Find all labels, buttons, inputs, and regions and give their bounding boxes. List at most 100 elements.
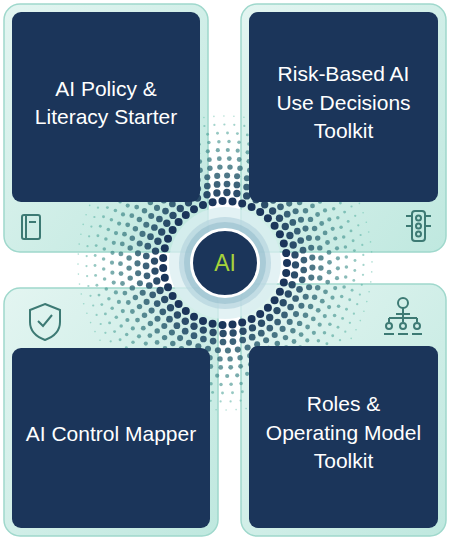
halftone-dot bbox=[86, 255, 88, 257]
hub-circle: AI bbox=[190, 228, 260, 298]
halftone-dot bbox=[354, 215, 356, 217]
halftone-dot bbox=[269, 207, 276, 214]
halftone-dot bbox=[327, 250, 332, 255]
halftone-dot bbox=[95, 314, 97, 316]
halftone-dot bbox=[277, 203, 284, 210]
halftone-dot bbox=[206, 133, 209, 136]
halftone-dot bbox=[126, 255, 131, 260]
halftone-dot bbox=[276, 215, 283, 222]
halftone-dot bbox=[169, 292, 177, 300]
halftone-dot bbox=[237, 355, 242, 360]
halftone-dot bbox=[248, 203, 256, 211]
halftone-dot bbox=[306, 235, 312, 241]
halftone-dot bbox=[127, 275, 132, 280]
halftone-dot bbox=[266, 325, 273, 332]
halftone-dot bbox=[225, 374, 229, 378]
halftone-dot bbox=[276, 230, 284, 238]
halftone-dot bbox=[236, 149, 240, 153]
halftone-dot bbox=[331, 334, 334, 337]
halftone-dot bbox=[85, 214, 87, 216]
halftone-dot bbox=[354, 259, 357, 262]
halftone-dot bbox=[299, 332, 304, 337]
org-chart-icon bbox=[384, 298, 422, 334]
halftone-dot bbox=[235, 347, 241, 353]
halftone-dot bbox=[261, 201, 268, 208]
halftone-dot bbox=[126, 300, 131, 305]
halftone-dot bbox=[332, 207, 336, 211]
halftone-dot bbox=[368, 291, 370, 293]
halftone-dot bbox=[361, 244, 363, 246]
halftone-dot bbox=[238, 319, 246, 327]
halftone-dot bbox=[217, 140, 221, 144]
halftone-dot bbox=[110, 306, 114, 310]
halftone-dot bbox=[154, 316, 160, 322]
halftone-dot bbox=[143, 222, 149, 228]
halftone-dot bbox=[130, 285, 135, 290]
halftone-dot bbox=[77, 263, 79, 265]
halftone-dot bbox=[144, 272, 151, 279]
halftone-dot bbox=[135, 250, 141, 256]
halftone-dot bbox=[362, 212, 364, 214]
halftone-dot bbox=[344, 275, 348, 279]
halftone-dot bbox=[368, 231, 370, 233]
halftone-dot bbox=[335, 276, 339, 280]
text-wrap: Risk-Based AI Use Decisions Toolkit bbox=[261, 60, 426, 145]
halftone-dot bbox=[177, 205, 184, 212]
halftone-dot bbox=[333, 236, 337, 240]
halftone-dot bbox=[331, 227, 335, 231]
halftone-dot bbox=[99, 340, 101, 342]
halftone-dot bbox=[143, 253, 150, 260]
halftone-dot bbox=[211, 391, 214, 394]
halftone-dot bbox=[156, 287, 163, 294]
halftone-dot bbox=[271, 222, 279, 230]
halftone-dot bbox=[227, 164, 232, 169]
text-wrap: AI Policy & Literacy Starter bbox=[24, 75, 188, 132]
halftone-dot bbox=[117, 300, 121, 304]
halftone-dot bbox=[161, 274, 169, 282]
halftone-dot bbox=[125, 333, 129, 337]
halftone-dot bbox=[206, 149, 210, 153]
halftone-dot bbox=[135, 270, 141, 276]
halftone-dot bbox=[146, 282, 153, 289]
halftone-dot bbox=[243, 125, 245, 127]
halftone-dot bbox=[203, 125, 205, 127]
halftone-dot bbox=[273, 307, 280, 314]
halftone-dot bbox=[148, 333, 153, 338]
halftone-dot bbox=[119, 338, 122, 341]
halftone-dot bbox=[228, 365, 233, 370]
halftone-dot bbox=[149, 308, 155, 314]
halftone-dot bbox=[282, 223, 289, 230]
halftone-dot bbox=[151, 224, 158, 231]
halftone-dot bbox=[336, 266, 340, 270]
halftone-dot bbox=[344, 245, 348, 249]
halftone-dot bbox=[315, 285, 320, 290]
halftone-dot bbox=[159, 308, 166, 315]
halftone-dot bbox=[219, 330, 226, 337]
halftone-dot bbox=[144, 243, 151, 250]
halftone-dot bbox=[280, 239, 288, 247]
halftone-dot bbox=[327, 260, 332, 265]
halftone-dot bbox=[343, 211, 346, 214]
halftone-dot bbox=[290, 328, 295, 333]
halftone-dot bbox=[94, 254, 97, 257]
halftone-dot bbox=[203, 117, 205, 119]
halftone-dot bbox=[118, 261, 123, 266]
halftone-dot bbox=[78, 243, 80, 245]
halftone-dot bbox=[349, 322, 351, 324]
halftone-dot bbox=[103, 277, 107, 281]
halftone-dot bbox=[97, 207, 99, 209]
halftone-dot bbox=[359, 203, 361, 205]
halftone-dot bbox=[317, 275, 322, 280]
halftone-dot bbox=[323, 231, 328, 236]
halftone-dot bbox=[199, 317, 207, 325]
halftone-dot bbox=[298, 303, 304, 309]
halftone-dot bbox=[207, 157, 212, 162]
halftone-dot bbox=[292, 261, 299, 268]
halftone-dot bbox=[288, 281, 295, 288]
halftone-dot bbox=[229, 329, 236, 336]
halftone-dot bbox=[114, 290, 118, 294]
halftone-dot bbox=[119, 271, 124, 276]
halftone-dot bbox=[131, 341, 135, 345]
halftone-dot bbox=[121, 309, 125, 313]
halftone-dot bbox=[274, 319, 281, 326]
